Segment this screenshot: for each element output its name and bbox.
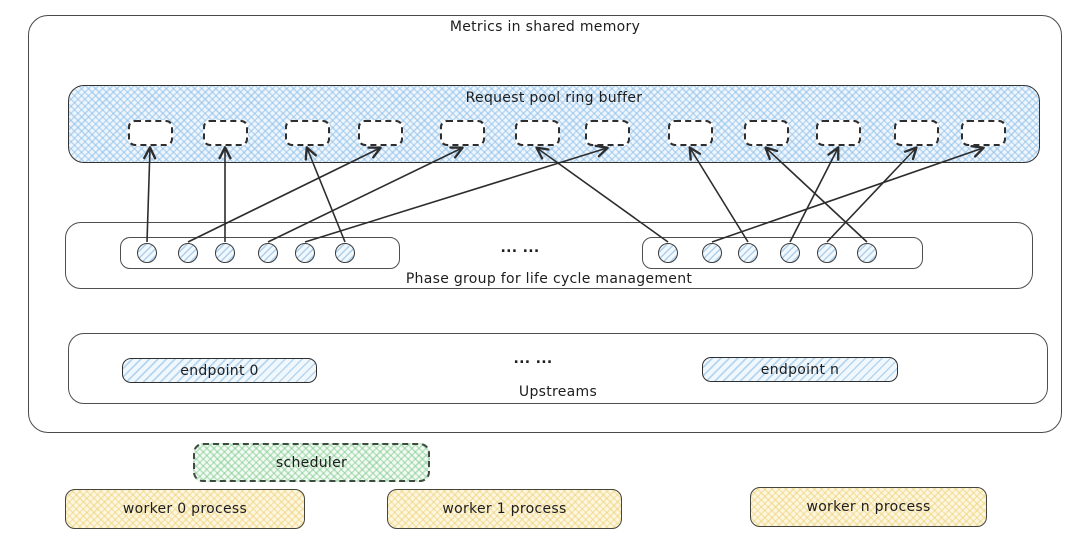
phase-circle-right: [702, 243, 722, 263]
endpoint-n-box: endpoint n: [702, 357, 898, 382]
phase-circle-right: [817, 243, 837, 263]
phase-circle-left: [335, 243, 355, 263]
upstreams-ellipsis: ... ...: [513, 351, 553, 367]
phase-circle-right: [857, 243, 877, 263]
phase-circle-left: [215, 243, 235, 263]
ring-slot: [893, 120, 939, 146]
endpoint-n-label: endpoint n: [760, 361, 840, 378]
ring-slot: [284, 120, 330, 146]
worker-1-box: worker 1 process: [387, 489, 622, 529]
scheduler-box: scheduler: [193, 443, 430, 482]
ring-slot: [584, 120, 630, 146]
ring-slot: [514, 120, 560, 146]
ring-slot: [815, 120, 861, 146]
worker-0-label: worker 0 process: [122, 501, 248, 517]
ring-slot: [667, 120, 713, 146]
phase-group-ellipsis: ... ...: [500, 240, 540, 256]
phase-circle-right: [658, 243, 678, 263]
ring-slot: [357, 120, 403, 146]
phase-circle-left: [258, 243, 278, 263]
worker-n-box: worker n process: [750, 487, 987, 527]
ring-slot: [743, 120, 789, 146]
worker-0-box: worker 0 process: [65, 489, 305, 529]
worker-n-label: worker n process: [806, 499, 931, 515]
phase-circle-left: [295, 243, 315, 263]
phase-circle-right: [780, 243, 800, 263]
phase-group-label: Phase group for life cycle management: [405, 271, 693, 287]
endpoint-0-box: endpoint 0: [122, 358, 317, 383]
phase-circle-left: [137, 243, 157, 263]
endpoint-0-label: endpoint 0: [180, 362, 259, 379]
shared-memory-title: Metrics in shared memory: [449, 19, 641, 35]
upstreams-label: Upstreams: [518, 384, 598, 400]
worker-1-label: worker 1 process: [442, 501, 567, 517]
phase-circle-right: [738, 243, 758, 263]
ring-buffer-label: Request pool ring buffer: [465, 90, 643, 106]
ring-slot: [960, 120, 1006, 146]
ring-slot: [127, 120, 173, 146]
ring-slot: [439, 120, 485, 146]
ring-slot: [202, 120, 248, 146]
scheduler-label: scheduler: [275, 454, 348, 471]
phase-circle-left: [178, 243, 198, 263]
